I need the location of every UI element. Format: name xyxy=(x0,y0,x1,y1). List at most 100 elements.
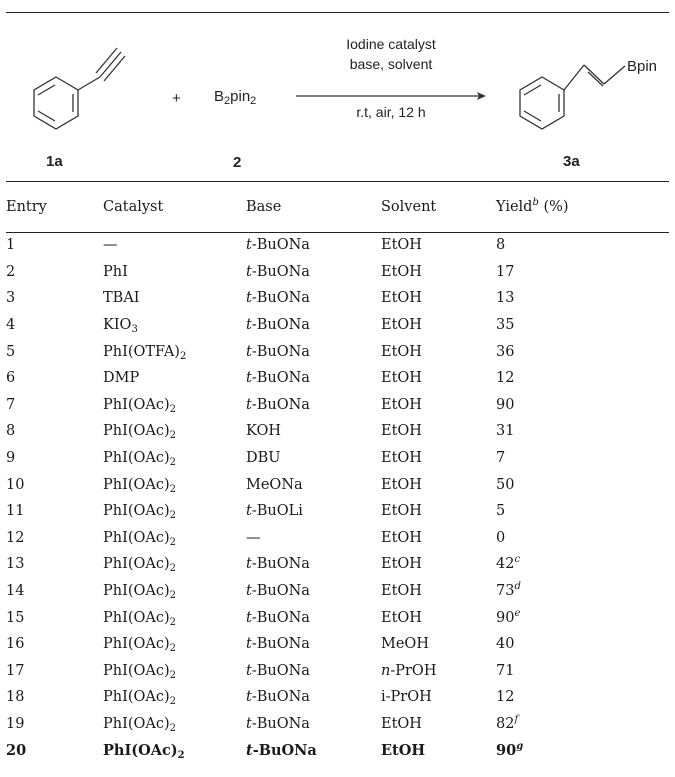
cell-entry: 20 xyxy=(6,737,103,764)
header-top-rule xyxy=(6,181,669,183)
entry-value: 2 xyxy=(6,263,16,280)
cell-solvent: EtOH xyxy=(381,471,496,498)
header-yield-unit: (%) xyxy=(538,199,569,215)
base-value: -BuONa xyxy=(251,290,310,307)
cell-solvent: EtOH xyxy=(381,259,496,286)
cell-entry: 2 xyxy=(6,259,103,286)
yield-value: 12 xyxy=(496,370,515,387)
catalyst-subscript: 2 xyxy=(169,669,176,681)
phenylacetylene-structure xyxy=(33,47,126,130)
yield-value: 90 xyxy=(496,742,517,760)
cell-yield: 73d xyxy=(496,578,669,605)
entry-value: 10 xyxy=(6,476,25,493)
base-value: -BuONa xyxy=(251,636,310,653)
solvent-value: EtOH xyxy=(381,370,422,387)
results-table: Entry Catalyst Base Solvent Yieldb (%) 1… xyxy=(6,188,669,764)
solvent-value: EtOH xyxy=(381,396,422,413)
yield-value: 82 xyxy=(496,715,515,732)
catalyst-value: PhI(OAc) xyxy=(103,423,170,440)
catalyst-value: PhI(OAc) xyxy=(103,742,178,760)
catalyst-subscript: 2 xyxy=(169,696,176,708)
plus-sign: + xyxy=(172,90,181,107)
cell-catalyst: PhI(OAc)2 xyxy=(103,711,246,738)
cell-base: t-BuONa xyxy=(246,604,381,631)
vinylboronate-structure xyxy=(519,64,626,130)
cell-yield: 90g xyxy=(496,737,669,764)
base-italic-prefix: t xyxy=(246,370,252,387)
base-italic-prefix: t xyxy=(246,503,252,520)
entry-value: 12 xyxy=(6,529,25,546)
yield-footnote: c xyxy=(514,554,521,566)
yield-value: 42 xyxy=(496,556,515,573)
cell-entry: 8 xyxy=(6,418,103,445)
cell-base: t-BuONa xyxy=(246,631,381,658)
catalyst-subscript: 2 xyxy=(169,483,176,495)
yield-value: 31 xyxy=(496,423,515,440)
cell-catalyst: PhI(OAc)2 xyxy=(103,418,246,445)
solvent-value: EtOH xyxy=(381,237,422,254)
catalyst-subscript: 3 xyxy=(131,324,138,336)
yield-value: 13 xyxy=(496,290,515,307)
cell-entry: 15 xyxy=(6,604,103,631)
conditions-line1: Iodine catalyst xyxy=(346,36,436,52)
cell-catalyst: DMP xyxy=(103,365,246,392)
entry-value: 8 xyxy=(6,423,16,440)
catalyst-value: PhI(OAc) xyxy=(103,476,170,493)
cell-yield: 12 xyxy=(496,365,669,392)
base-value: -BuONa xyxy=(251,263,310,280)
entry-value: 7 xyxy=(6,396,16,413)
base-value: MeONa xyxy=(246,476,303,493)
cell-catalyst: PhI(OAc)2 xyxy=(103,578,246,605)
cell-entry: 13 xyxy=(6,551,103,578)
solvent-value: EtOH xyxy=(381,317,422,334)
yield-value: 5 xyxy=(496,503,506,520)
base-value: -BuONa xyxy=(251,609,310,626)
catalyst-subscript: 2 xyxy=(169,536,176,548)
conditions-line3: r.t, air, 12 h xyxy=(356,104,426,120)
solvent-value: EtOH xyxy=(381,742,426,760)
cell-yield: 17 xyxy=(496,259,669,286)
cell-yield: 31 xyxy=(496,418,669,445)
cell-solvent: EtOH xyxy=(381,338,496,365)
catalyst-value: PhI(OAc) xyxy=(103,556,170,573)
cell-solvent: i-PrOH xyxy=(381,684,496,711)
cell-yield: 13 xyxy=(496,285,669,312)
cell-yield: 0 xyxy=(496,525,669,552)
cell-base: t-BuONa xyxy=(246,658,381,685)
base-italic-prefix: t xyxy=(246,609,252,626)
cell-base: t-BuONa xyxy=(246,285,381,312)
entry-value: 9 xyxy=(6,450,16,467)
solvent-value: -PrOH xyxy=(390,662,437,679)
catalyst-value: PhI(OAc) xyxy=(103,609,170,626)
cell-entry: 9 xyxy=(6,445,103,472)
cell-entry: 18 xyxy=(6,684,103,711)
cell-catalyst: — xyxy=(103,226,246,259)
base-italic-prefix: t xyxy=(246,556,252,573)
cell-catalyst: PhI(OAc)2 xyxy=(103,631,246,658)
yield-value: 7 xyxy=(496,450,506,467)
product-group-bpin: Bpin xyxy=(627,58,658,75)
base-value: -BuONa xyxy=(251,396,310,413)
cell-entry: 1 xyxy=(6,226,103,259)
cell-catalyst: PhI(OTFA)2 xyxy=(103,338,246,365)
cell-base: t-BuONa xyxy=(246,551,381,578)
catalyst-subscript: 2 xyxy=(169,403,176,415)
yield-value: 0 xyxy=(496,529,506,546)
yield-value: 17 xyxy=(496,263,515,280)
cell-yield: 50 xyxy=(496,471,669,498)
cell-solvent: EtOH xyxy=(381,392,496,419)
cell-base: — xyxy=(246,525,381,552)
yield-footnote: d xyxy=(514,581,521,593)
cell-catalyst: PhI(OAc)2 xyxy=(103,551,246,578)
base-value: KOH xyxy=(246,423,281,440)
base-italic-prefix: t xyxy=(246,689,252,706)
cell-solvent: MeOH xyxy=(381,631,496,658)
header-yield-sup: b xyxy=(532,197,539,208)
cell-entry: 10 xyxy=(6,471,103,498)
